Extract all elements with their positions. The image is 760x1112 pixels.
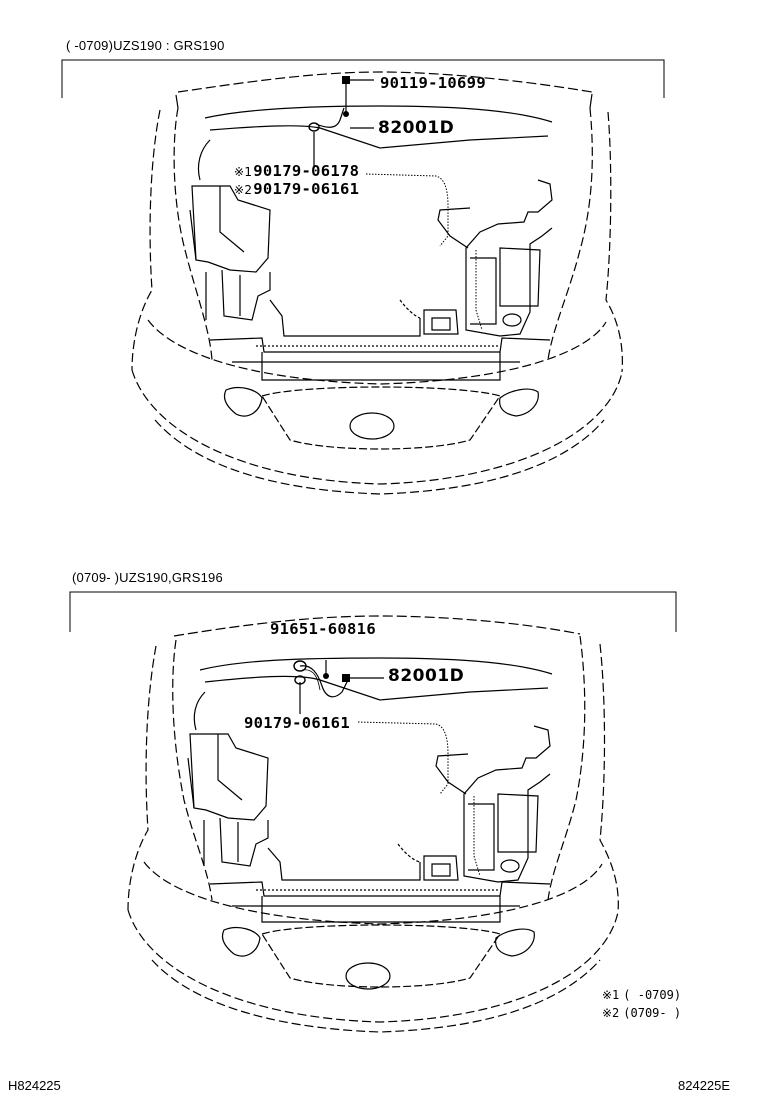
panel-1-frame (0, 0, 760, 120)
panel-2-frame (0, 580, 760, 660)
part-number-text: 91651-60816 (270, 620, 376, 638)
part-number-text: 90179-06161 (244, 714, 350, 732)
panel-1-header: ( -0709)UZS190 : GRS190 (66, 38, 225, 53)
panel-2-header: (0709- )UZS190,GRS196 (72, 570, 223, 585)
part-number-label: 82001D (388, 666, 464, 686)
part-number-label: 82001D (378, 118, 454, 138)
panel-1-engine-bay-drawing (0, 0, 760, 540)
note-line: ※1( -0709) (602, 988, 681, 1002)
part-number-label: 90179-06161 (244, 714, 350, 732)
part-number-label: 91651-60816 (270, 620, 376, 638)
note-marker: ※2 (602, 1006, 620, 1020)
part-number-label: 90119-10699 (380, 74, 486, 92)
part-number-text: 82001D (378, 118, 455, 138)
part-number-text: 90179-06161 (253, 180, 360, 198)
note-text: ( -0709) (623, 988, 682, 1002)
part-number-label: ※290179-06161 (234, 180, 359, 198)
note-line: ※2(0709- ) (602, 1006, 681, 1020)
footer-right-code: 824225E (678, 1078, 731, 1093)
part-number-text: 90179-06178 (253, 162, 360, 180)
note-text: (0709- ) (623, 1006, 682, 1020)
part-number-text: 90119-10699 (380, 74, 486, 92)
footer-left-code: H824225 (8, 1078, 61, 1093)
note-marker: ※1 (602, 988, 620, 1002)
part-number-text: 82001D (388, 666, 465, 686)
note-marker: ※1 (234, 165, 253, 179)
part-number-label: ※190179-06178 (234, 162, 359, 180)
note-marker: ※2 (234, 183, 253, 197)
panel-2-engine-bay-drawing (0, 600, 760, 1070)
